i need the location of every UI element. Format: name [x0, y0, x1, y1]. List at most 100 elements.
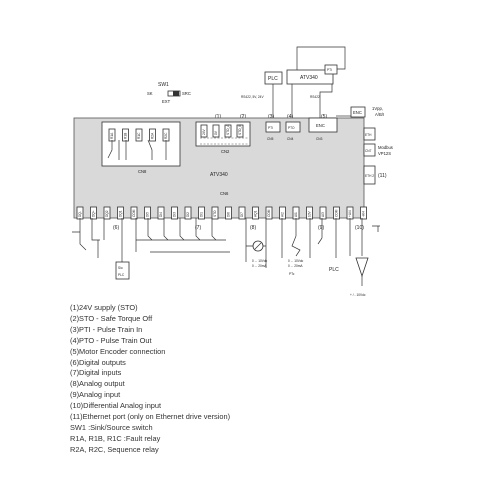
- modbus-line2: VP12S: [378, 151, 391, 156]
- tag-2: (2): [240, 114, 246, 120]
- relay-pins-pin: [122, 128, 129, 142]
- plc-top-box: [264, 71, 283, 85]
- side-port-1-label: ETH: [365, 133, 372, 137]
- rs422-left-label: RS422, 5V, 24V: [241, 95, 264, 99]
- legend-item: (9)Analog input: [70, 390, 121, 400]
- cn6-pins-pin-label: COM: [267, 209, 271, 217]
- tag-11: (11): [378, 173, 387, 179]
- sio-label: Sio: [118, 266, 123, 270]
- tag-5: (5): [321, 114, 327, 120]
- sw1-ext-label: EXT: [162, 99, 171, 104]
- legend-list: (1)24V supply (STO) (2)STO - Safe Torque…: [70, 303, 490, 456]
- legend-item: (1)24V supply (STO): [70, 303, 138, 312]
- ana-volt-1: 0 ... 10Vdc: [252, 259, 268, 263]
- cn6-pins-pin-label: DQ+: [92, 210, 96, 217]
- cn4-label: CN4: [287, 137, 294, 141]
- cn2-pins: 24V 0V STO_A STO_B: [200, 124, 244, 138]
- cn6-pins-pin: [238, 206, 246, 220]
- cn6-pins-pin: [225, 206, 232, 220]
- side-port-3: [363, 165, 376, 185]
- relay-pins-pin-label: R1A: [110, 132, 114, 139]
- cn6-pins-pin-label: DI2: [186, 212, 190, 217]
- cn6-pins-pin: [333, 206, 340, 220]
- digital-output-wiring: [72, 218, 105, 258]
- tag-10: (10): [355, 225, 364, 231]
- cn6-pins-pin-label: DI6: [227, 212, 231, 217]
- enc-connector-label: ENC: [316, 123, 325, 128]
- cn6-pins-pin: [306, 206, 313, 220]
- pti-top-box: [324, 64, 338, 75]
- enc-connector: [308, 117, 338, 133]
- cn2-pins-pin-label: STO_B: [238, 125, 242, 135]
- cn6-label: CN6: [220, 191, 229, 196]
- cn6-pins-pin-label: DI4: [159, 212, 163, 217]
- plc-bottom-label: PLC: [329, 267, 339, 273]
- diff-amp-triangle: [355, 257, 369, 278]
- legend-item: SW1 :Sink/Source switch: [70, 422, 153, 432]
- pto-connector-label: PTO: [288, 126, 295, 130]
- tag-6: (6): [113, 225, 119, 231]
- plc-top-label: PLC: [268, 76, 278, 82]
- cn6-pins-pin-label: AI1: [294, 212, 298, 217]
- enc-volt-line2: A/B/I: [375, 112, 384, 117]
- analog-input-wiring: [281, 218, 311, 258]
- tag-4: (4): [287, 114, 293, 120]
- tag-3: (3): [268, 114, 274, 120]
- cn2-pins-pin: [212, 124, 220, 138]
- bottom-volt-label: + / - 10Vdc: [350, 293, 366, 297]
- side-port-1: [363, 127, 376, 141]
- enc-out-box: [350, 106, 366, 118]
- cn2-pins-pin: [224, 124, 232, 138]
- cn5-label: CN5: [267, 137, 274, 141]
- cn6-pins-pin-label: COM: [335, 209, 339, 217]
- relay-pins-pin-label: R2A: [151, 132, 155, 139]
- sio-box: [115, 261, 130, 280]
- cn6-pins-pin: [319, 206, 327, 220]
- cn6-pins-pin-label: DQ-: [78, 211, 82, 217]
- cn6-pins-pin: [144, 206, 151, 220]
- ptc-label: PTc: [289, 272, 295, 276]
- tag-9: (9): [318, 225, 324, 231]
- pti-connector-label: PTI: [268, 126, 273, 130]
- cn2-pins-pin-label: 24V: [202, 128, 206, 135]
- legend-item: R2A, R2C, Sequence relay: [70, 444, 159, 454]
- cn6-pins-pin-label: DI1: [200, 212, 204, 217]
- analog-output-needle: [254, 242, 262, 250]
- cn6-pins-pin-label: STO: [213, 210, 217, 217]
- ana-volt-2: 0 ... 10Vdc: [288, 259, 304, 263]
- cn2-pins-pin-label: STO_A: [226, 124, 230, 135]
- cn6-pins-pin-label: 10V: [308, 210, 312, 217]
- ana-volt-1b: 0 ... 20mA: [252, 264, 267, 268]
- wiring-diagram: SW1 SK SRC EXT PLC ATV340 PTI RS422, 5V,…: [72, 46, 393, 297]
- cn6-pins-pin-label: +AI4: [348, 210, 352, 217]
- pti-top-link: [296, 46, 346, 70]
- cn6-pins-pin-label: COM: [132, 209, 136, 217]
- cn6-pins-pin: [211, 206, 219, 220]
- cn6-pins-pin: [360, 206, 367, 220]
- cn6-pins-pin: [130, 206, 138, 220]
- sw1-src-label: SRC: [182, 91, 191, 96]
- cn2-pins-pin-label: 0V: [214, 130, 218, 135]
- cn6-pins-pin-label: DI7: [240, 212, 244, 217]
- legend-item: (11)Ethernet port (only on Ethernet driv…: [70, 412, 231, 422]
- cn2-pins-pin: [236, 124, 244, 138]
- cn6-pins-pin-label: DQ2: [105, 210, 109, 217]
- cn6-pins-pin: [198, 206, 205, 220]
- ana-volt-2b: 0 ... 20mA: [288, 264, 303, 268]
- cn6-pins-pin-label: AI3: [321, 212, 325, 217]
- cn6-pins-pin: [265, 206, 273, 220]
- side-port-3-label: ETH 2: [365, 174, 374, 178]
- relay-pins-pin: [149, 128, 156, 142]
- cn6-pins-pin: [90, 206, 97, 220]
- digital-input-wiring: [135, 218, 230, 253]
- relay-pins-pin-label: R1B: [124, 133, 128, 139]
- atv340-top-box: [286, 69, 334, 85]
- cn6-pins-pin: [117, 206, 124, 220]
- legend-item: (7)Digital inputs: [70, 368, 122, 378]
- enc-out-label: ENC: [353, 110, 362, 115]
- legend-item: (3)PTI - Pulse Train In: [70, 324, 143, 334]
- tag-7: (7): [195, 225, 201, 231]
- plc-small-label: PLC: [118, 273, 125, 277]
- side-port-2: [363, 143, 376, 157]
